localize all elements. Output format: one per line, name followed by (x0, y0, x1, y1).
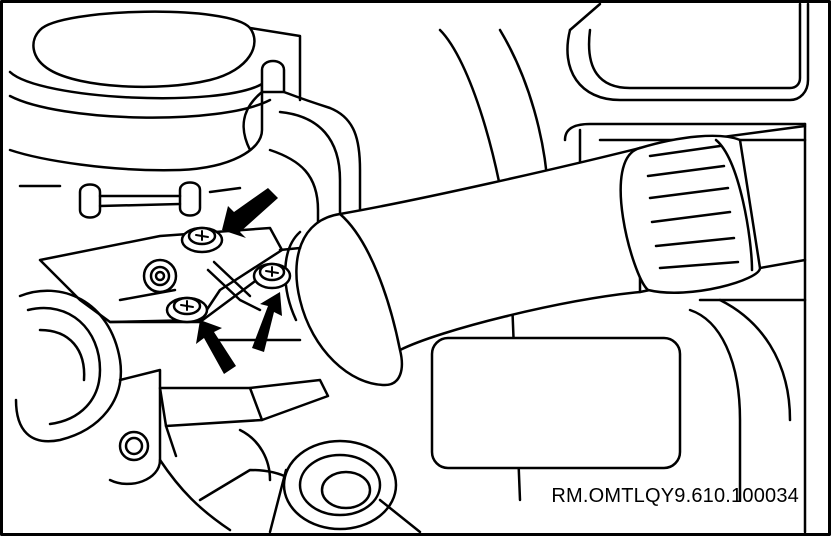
mounting-post (242, 59, 362, 212)
arrow-icon (252, 292, 282, 352)
arrow-icon (196, 320, 236, 374)
reservoir-cap (8, 10, 302, 172)
bracket-tube (268, 110, 342, 232)
lower-left-screw (165, 296, 209, 324)
upper-left-screw (180, 226, 224, 254)
arrow-icon (222, 188, 278, 238)
lower-mechanism (14, 289, 422, 534)
right-screw (252, 262, 292, 290)
clamp-plate (38, 226, 302, 342)
linkage-rod (18, 181, 242, 219)
label-plate (430, 336, 682, 470)
handlebar-grip (284, 124, 807, 387)
reference-code: RM.OMTLQY9.610.100034 (551, 485, 799, 507)
